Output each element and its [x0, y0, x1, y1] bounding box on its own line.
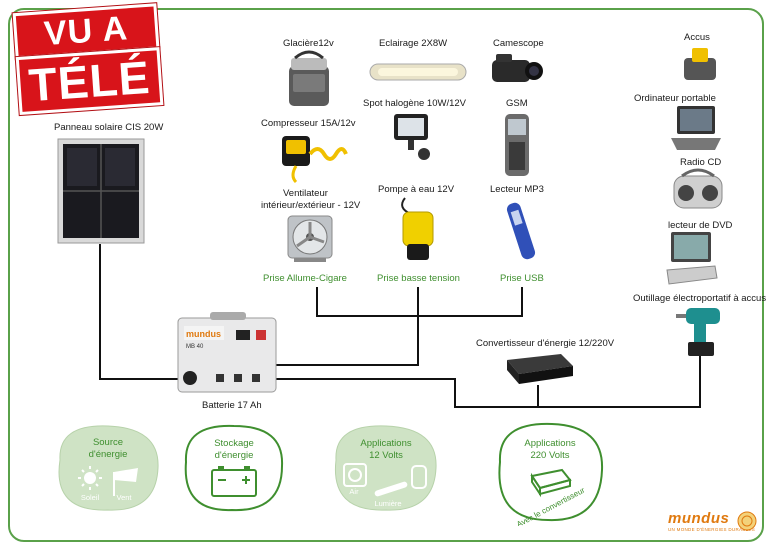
wire-panel-battery [99, 244, 183, 380]
solar-panel-label: Panneau solaire CIS 20W [54, 122, 164, 133]
converter-label: Convertisseur d'énergie 12/220V [476, 338, 615, 349]
apps220-title2: 220 Volts [530, 450, 569, 461]
radio-label: Radio CD [680, 157, 722, 168]
wire-battery-converter [272, 378, 539, 408]
pump-label: Pompe à eau 12V [378, 184, 455, 195]
apps12-light-label: Lumière [374, 499, 401, 508]
sun-icon [78, 466, 102, 490]
apps12-title2: 12 Volts [369, 450, 403, 461]
battery-label: Batterie 17 Ah [202, 400, 262, 411]
windsock-icon [113, 468, 138, 496]
cooler-label: Glacière12v [283, 38, 334, 49]
banner-line2: TÉLÉ [15, 47, 164, 116]
wire-battery-lowvoltage [275, 287, 419, 366]
phone-icon [505, 114, 529, 176]
mp3-player-icon [506, 202, 536, 260]
badge-energy-storage: Stockage d'énergie [184, 424, 284, 512]
apps220-title: Applications [524, 438, 575, 449]
drill-icon [676, 308, 720, 356]
apps12-title: Applications [360, 438, 411, 449]
device-brand: mundus [186, 329, 221, 339]
radio-icon [673, 168, 723, 209]
device-model: MB 40 [186, 344, 204, 350]
camcorder-icon [492, 54, 543, 82]
camcorder-label: Camescope [493, 38, 544, 49]
pump-icon [401, 197, 434, 260]
halogen-icon [394, 114, 430, 160]
plug-low-voltage-label: Prise basse tension [377, 273, 460, 284]
drill-label: Outillage électroportatif à accus [633, 293, 767, 304]
converter-icon [507, 354, 573, 384]
fan-label-line2: intérieur/extérieur - 12V [261, 200, 361, 211]
fan-icon [287, 215, 333, 262]
plug-cigar-label: Prise Allume-Cigare [263, 273, 347, 284]
source-title2: d'énergie [89, 449, 128, 460]
fan-label-line1: Ventilateur [283, 188, 328, 199]
seal-icon [737, 511, 757, 531]
mp3-label: Lecteur MP3 [490, 184, 544, 195]
storage-title2: d'énergie [215, 450, 254, 461]
dvd-label: lecteur de DVD [668, 220, 733, 231]
fan-small-icon [343, 463, 367, 487]
tube-light-icon [374, 481, 408, 497]
mundus-logo: mundus [668, 510, 730, 527]
laptop-label: Ordinateur portable [634, 93, 716, 104]
tv-banner: VU A LA TÉLÉ [6, 0, 173, 119]
halogen-label: Spot halogène 10W/12V [363, 98, 466, 109]
wire-cigar-usb [316, 287, 523, 317]
compressor-label: Compresseur 15A/12v [261, 118, 356, 129]
gsm-label: GSM [506, 98, 528, 109]
laptop-icon [671, 106, 721, 150]
battery-icon [211, 466, 257, 497]
badge-energy-source: Source d'énergie Soleil Vent [58, 425, 159, 511]
lamp-icon [369, 63, 467, 81]
dvd-player-icon [666, 232, 718, 285]
badge-apps-12v: Applications 12 Volts Air Lumière [334, 425, 437, 511]
mundus-tagline: UN MONDE D'ÉNERGIES DURABLES [668, 527, 756, 532]
lighting-label: Eclairage 2X8W [379, 38, 448, 49]
cooler-icon [289, 50, 329, 106]
converter-small-icon [530, 468, 572, 498]
badge-apps-220v: Applications 220 Volts Avec le convertis… [498, 422, 604, 526]
battery-device-icon: mundus MB 40 [177, 312, 277, 393]
source-wind-label: Vent [116, 493, 132, 502]
accus-label: Accus [684, 32, 710, 43]
compressor-icon [282, 136, 348, 184]
wire-converter-drill [537, 356, 701, 408]
solar-panel-icon [57, 138, 145, 244]
storage-title: Stockage [214, 438, 254, 449]
pump-small-icon [411, 465, 427, 489]
charger-icon [684, 48, 716, 80]
plug-usb-label: Prise USB [500, 273, 544, 284]
source-sun-label: Soleil [81, 493, 100, 502]
apps12-air-label: Air [349, 487, 359, 496]
source-title: Source [93, 437, 123, 448]
